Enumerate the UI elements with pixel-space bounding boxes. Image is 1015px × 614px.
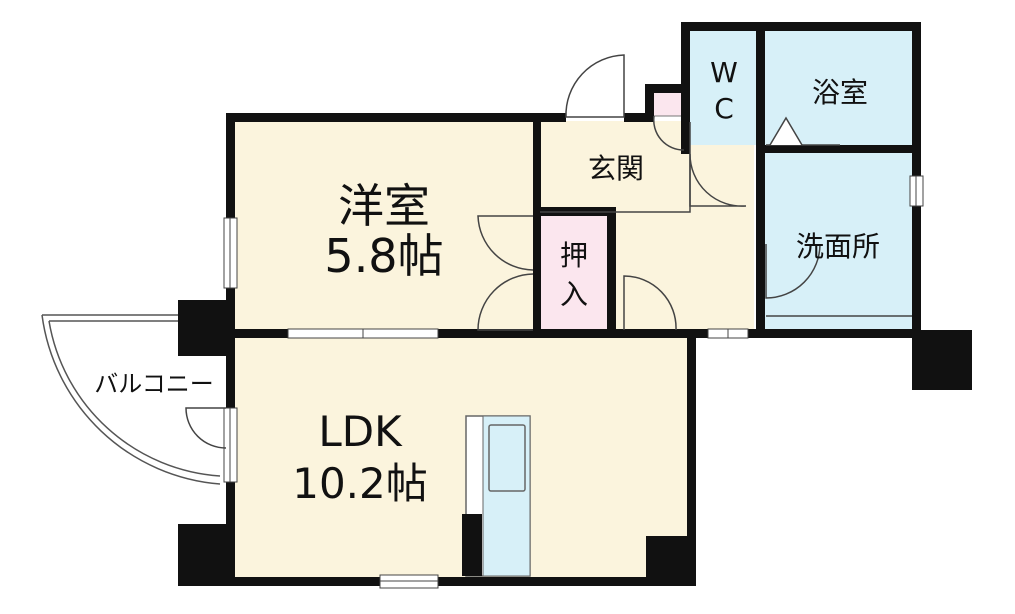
closet-label-2: 入 <box>560 278 588 311</box>
bath-name: 浴室 <box>812 76 868 109</box>
balcony-door <box>185 407 227 449</box>
wall-wc-left <box>681 22 690 154</box>
sink <box>488 424 526 492</box>
wall-western-right <box>533 113 541 223</box>
balcony <box>41 314 221 485</box>
wall-entry-top <box>536 113 566 122</box>
wall-mid-horizontal <box>226 329 766 338</box>
pillar-balcony-top <box>178 300 226 356</box>
wall-left-mid <box>226 288 235 408</box>
wall-shoe-step <box>645 84 689 93</box>
washroom-door <box>765 243 821 299</box>
wc-label-2: C <box>714 92 734 125</box>
wall-bottom <box>226 577 696 586</box>
ldk-size: 10.2帖 <box>292 459 428 508</box>
ldk-door <box>623 275 677 331</box>
balcony-inner-arc <box>48 320 221 477</box>
closet-floor <box>541 214 608 330</box>
wall-entry-top-right <box>624 113 654 122</box>
wall-shoe-left <box>645 84 654 120</box>
wall-western-top <box>226 113 544 122</box>
wall-closet-left <box>533 207 541 331</box>
wall-left-upper <box>226 113 235 218</box>
doors <box>185 54 912 449</box>
closet-label-1: 押 <box>560 239 588 272</box>
balcony-name: バルコニー <box>94 370 214 398</box>
wc-floor <box>689 31 757 145</box>
pillar-bottom-left <box>178 524 226 586</box>
wc-label-1: W <box>710 56 738 89</box>
wall-right <box>912 22 921 176</box>
wall-bath-bottom <box>765 145 921 153</box>
pillar-bottom-right <box>646 536 696 586</box>
western-room-name: 洋室 <box>338 179 430 233</box>
shoe-door <box>652 115 685 151</box>
wall-left-lower <box>226 482 235 586</box>
western-room-size: 5.8帖 <box>324 229 443 283</box>
western-room-floor <box>234 121 536 331</box>
labels: 洋室 5.8帖 LDK 10.2帖 玄関 押 入 W C 浴室 洗面所 バルコニ… <box>94 56 880 508</box>
ldk-name: LDK <box>318 407 403 456</box>
closet-door-lower <box>477 273 534 331</box>
shoe-box <box>652 91 686 117</box>
wall-wc-right <box>756 22 765 336</box>
pillar-right <box>912 330 972 390</box>
ldk-floor <box>234 337 688 577</box>
bath-step-icon <box>769 116 803 146</box>
entrance-name: 玄関 <box>588 152 644 185</box>
wall-closet-right <box>607 207 616 331</box>
kitchen-counter <box>462 415 531 577</box>
balcony-outer-arc <box>41 314 221 485</box>
washroom-name: 洗面所 <box>796 230 880 263</box>
windows <box>223 175 924 589</box>
wall-right-lower <box>912 206 921 330</box>
wall-top-right <box>681 22 921 31</box>
wall-ldk-right <box>687 330 696 586</box>
closet-door-upper <box>477 215 534 271</box>
wall-wash-bottom <box>756 329 921 338</box>
front-door-arc <box>565 54 625 118</box>
room-fills <box>234 31 913 577</box>
counter-wall <box>462 514 482 576</box>
washroom-floor <box>765 153 913 330</box>
walls <box>178 22 972 586</box>
entry-step-line <box>540 122 691 213</box>
